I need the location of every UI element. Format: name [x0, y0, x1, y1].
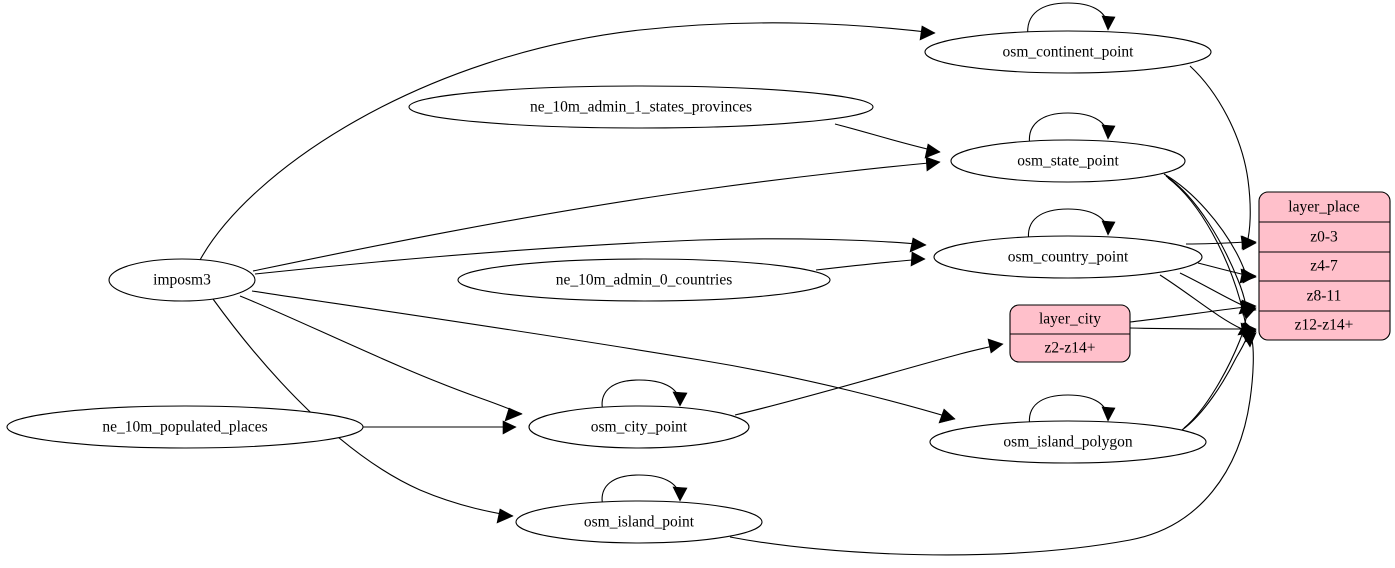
edge-osm_country_point-to-layer_place-z12-z14 [1159, 274, 1243, 330]
node-osm_city_point[interactable]: osm_city_point [528, 405, 750, 449]
arrowhead [987, 338, 1004, 354]
node-shape-imposm3[interactable] [108, 258, 256, 302]
edge-osm_country_point-to-layer_place-z0-3 [1185, 241, 1247, 245]
node-osm_continent_point[interactable]: osm_continent_point [924, 30, 1212, 74]
node-shape-osm_continent_point[interactable] [924, 30, 1212, 74]
edge-osm_city_point-to-layer_city-z2-z14 [734, 345, 994, 416]
arrowhead [924, 143, 941, 159]
edge-imposm3-to-osm_island_point [212, 298, 514, 517]
node-ne_10m_admin_0_countries[interactable]: ne_10m_admin_0_countries [457, 258, 831, 302]
arrowhead [1242, 332, 1257, 348]
edge-osm_island_polygon-to-layer_place-z8-11 [1183, 311, 1248, 429]
node-osm_country_point[interactable]: osm_country_point [933, 235, 1203, 279]
edge-imposm3-to-osm_country_point [254, 238, 927, 275]
edge-imposm3-to-osm_island_polygon [251, 290, 956, 420]
node-shape-osm_city_point[interactable] [528, 405, 750, 449]
arrowhead [1101, 15, 1116, 31]
arrowhead [1240, 305, 1257, 320]
edge-osm_state_point-to-layer_place-z8-11 [1165, 175, 1247, 307]
node-osm_state_point[interactable]: osm_state_point [950, 139, 1186, 183]
edge-ne_10m_admin_0_countries-to-osm_country_point [815, 258, 926, 271]
edge-layer [199, 2, 1257, 556]
edge-layer_city-to-layer_place-z8-11 [1129, 306, 1246, 323]
edge-ne_10m_admin_1_states_provinces-to-osm_state_point [834, 123, 941, 153]
node-shape-ne_10m_admin_1_states_provinces[interactable] [408, 85, 874, 129]
arrowhead [496, 508, 514, 524]
arrowhead [1239, 268, 1257, 284]
arrowhead [938, 408, 956, 424]
arrowhead [910, 251, 926, 267]
node-ne_10m_populated_places[interactable]: ne_10m_populated_places [6, 405, 364, 449]
arrowhead [1101, 406, 1116, 422]
node-shape-osm_island_point[interactable] [515, 500, 763, 544]
edge-self-loop-osm_island_point [601, 474, 681, 508]
node-shape-osm_country_point[interactable] [933, 235, 1203, 279]
edge-imposm3-to-osm_city_point [239, 295, 523, 415]
node-shape-osm_island_polygon[interactable] [929, 420, 1207, 464]
record-box-layer_place[interactable] [1258, 191, 1391, 341]
node-layer: imposm3 ne_10m_admin_1_states_provinces … [6, 30, 1391, 544]
arrowhead [925, 156, 941, 172]
edge-imposm3-to-osm_continent_point [199, 22, 936, 261]
edge-osm_country_point-to-layer_place-z8-11 [1179, 272, 1245, 307]
edge-self-loop-osm_state_point [1028, 112, 1109, 147]
edge-self-loop-osm_city_point [601, 379, 681, 413]
edge-self-loop-osm_island_polygon [1028, 394, 1109, 428]
arrowhead [909, 237, 927, 253]
node-ne_10m_admin_1_states_provinces[interactable]: ne_10m_admin_1_states_provinces [408, 85, 874, 129]
edge-osm_state_point-to-layer_place-z4-7 [1163, 173, 1247, 275]
arrowhead [672, 486, 688, 502]
edge-layer_city-to-layer_place-z12-z14 [1129, 327, 1246, 330]
record-node-layer_city[interactable]: layer_city z2-z14+ [1009, 304, 1131, 363]
node-osm_island_polygon[interactable]: osm_island_polygon [929, 420, 1207, 464]
arrowhead [919, 25, 936, 41]
arrowhead [1241, 235, 1257, 250]
edge-osm_island_polygon-to-layer_place-z12-z14 [1181, 336, 1248, 431]
record-node-layer_place[interactable]: layer_place z0-3 z4-7 z8-11 z12-z14+ [1258, 191, 1391, 341]
edge-imposm3-to-osm_state_point [252, 161, 941, 272]
arrowhead [502, 420, 517, 435]
edge-osm_island_point-to-layer_place-z12-z14 [729, 339, 1254, 556]
edge-self-loop-osm_country_point [1027, 208, 1109, 243]
arrowhead [1101, 220, 1116, 236]
arrowhead [672, 391, 688, 407]
node-imposm3[interactable]: imposm3 [108, 258, 256, 302]
edge-osm_continent_point-to-layer_place-z0-3 [1189, 65, 1251, 244]
node-osm_island_point[interactable]: osm_island_point [515, 500, 763, 544]
edge-self-loop-osm_continent_point [1027, 2, 1109, 38]
edge-osm_country_point-to-layer_place-z4-7 [1197, 262, 1247, 276]
node-shape-ne_10m_populated_places[interactable] [6, 405, 364, 449]
arrowhead [1101, 124, 1116, 140]
node-shape-ne_10m_admin_0_countries[interactable] [457, 258, 831, 302]
node-shape-osm_state_point[interactable] [950, 139, 1186, 183]
arrowhead [504, 407, 523, 422]
